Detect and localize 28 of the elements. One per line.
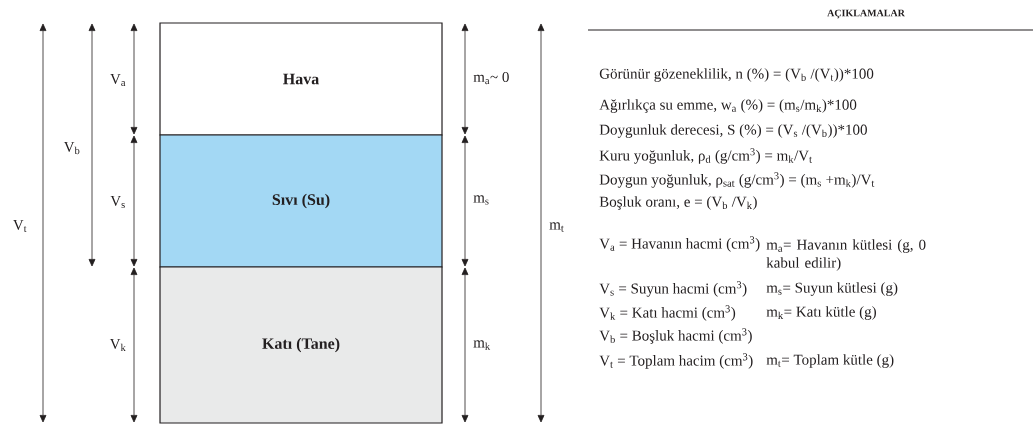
explanation-text: Görünür gözeneklilik, n (%) = (V$_{b}$ /(V$_{t}$))*100 bbox=[599, 68, 874, 82]
explanation-text: m$_{k}$= Katı kütle (g) bbox=[766, 306, 876, 320]
dimension-label: V$_{k}$ bbox=[109, 338, 126, 352]
explanation-text: V$_{k}$ = Katı hacmi (cm$^{3}$) bbox=[599, 305, 736, 321]
dimension-label: m$_{s}$ bbox=[473, 195, 489, 205]
layer-box: Sıvı (Su) bbox=[159, 134, 443, 268]
dimension-label: m$_{t}$ bbox=[549, 222, 564, 232]
dimension-label: V$_{a}$ bbox=[110, 73, 126, 87]
explanation-text: Kuru yoğunluk, ρ$_{d}$ (g/cm$^{3}$) = m$_{k}$/V$_{t}$ bbox=[599, 148, 812, 164]
dimension-label: V$_{s}$ bbox=[110, 195, 125, 209]
layer-box: Hava bbox=[159, 22, 443, 136]
explanation-text: Boşluk oranı, e = (V$_{b}$ /V$_{k}$) bbox=[599, 196, 757, 210]
heading: AÇIKLAMALAR bbox=[827, 9, 905, 19]
explanation-text: V$_{t}$ = Toplam hacim (cm$^{3}$) bbox=[599, 353, 753, 369]
explanation-text: Doygun yoğunluk, ρ$_{sat}$ (g/cm$^{3}$) = (m$_{s}$ +m$_{k}$)/V$_{t}$ bbox=[599, 172, 875, 188]
explanation-text: m$_{t}$= Toplam kütle (g) bbox=[766, 354, 894, 368]
explanation-text: Doygunluk derecesi, S (%) = (V$_{s}$ /(V$_{b}$))*100 bbox=[599, 124, 867, 138]
explanation-text: V$_{a}$ = Havanın hacmi (cm$^{3}$) bbox=[599, 236, 760, 252]
layer-box: Katı (Tane) bbox=[159, 266, 443, 424]
dimension-label: m$_{a}$~ 0 bbox=[473, 71, 509, 85]
dimension-label: V$_{b}$ bbox=[63, 141, 80, 155]
explanation-text: Ağırlıkça su emme, w$_{a}$ (%) = (m$_{s}$/m$_{k}$)*100 bbox=[599, 99, 857, 113]
explanation-text: m$_{s}$= Suyun kütlesi (g) bbox=[766, 282, 898, 296]
dimension-label: V$_{t}$ bbox=[13, 219, 27, 233]
dimension-label: m$_{k}$ bbox=[473, 340, 491, 350]
explanation-text: V$_{s}$ = Suyun hacmi (cm$^{3}$) bbox=[599, 281, 747, 297]
explanation-text: m$_{a}$= Havanın kütlesi (g, 0 kabul edilir) bbox=[766, 239, 926, 271]
explanation-text: V$_{b}$ = Boşluk hacmi (cm$^{3}$) bbox=[599, 328, 752, 344]
